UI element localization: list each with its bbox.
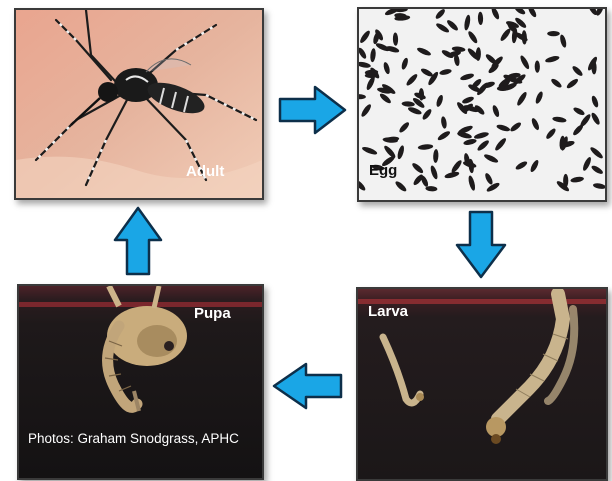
- egg-shape: [563, 174, 568, 188]
- egg-shape: [547, 31, 560, 36]
- stage-label-egg: Egg: [369, 162, 397, 179]
- stage-label-pupa: Pupa: [194, 305, 231, 322]
- egg-panel: Egg: [357, 7, 607, 202]
- arrow-adult-to-egg: [277, 84, 349, 136]
- photo-credit: Photos: Graham Snodgrass, APHC: [28, 430, 248, 447]
- larva-panel: Larva: [356, 287, 608, 481]
- arrow-pupa-to-adult: [112, 205, 164, 277]
- stage-label-adult: Adult: [186, 163, 224, 180]
- stage-label-larva: Larva: [368, 303, 408, 320]
- arrow-egg-to-larva: [453, 209, 509, 281]
- arrow-larva-to-pupa: [270, 361, 344, 411]
- adult-mosquito-image: [16, 10, 262, 198]
- adult-panel: Adult: [14, 8, 264, 200]
- pupa-panel: Pupa Photos: Graham Snodgrass, APHC: [17, 284, 264, 480]
